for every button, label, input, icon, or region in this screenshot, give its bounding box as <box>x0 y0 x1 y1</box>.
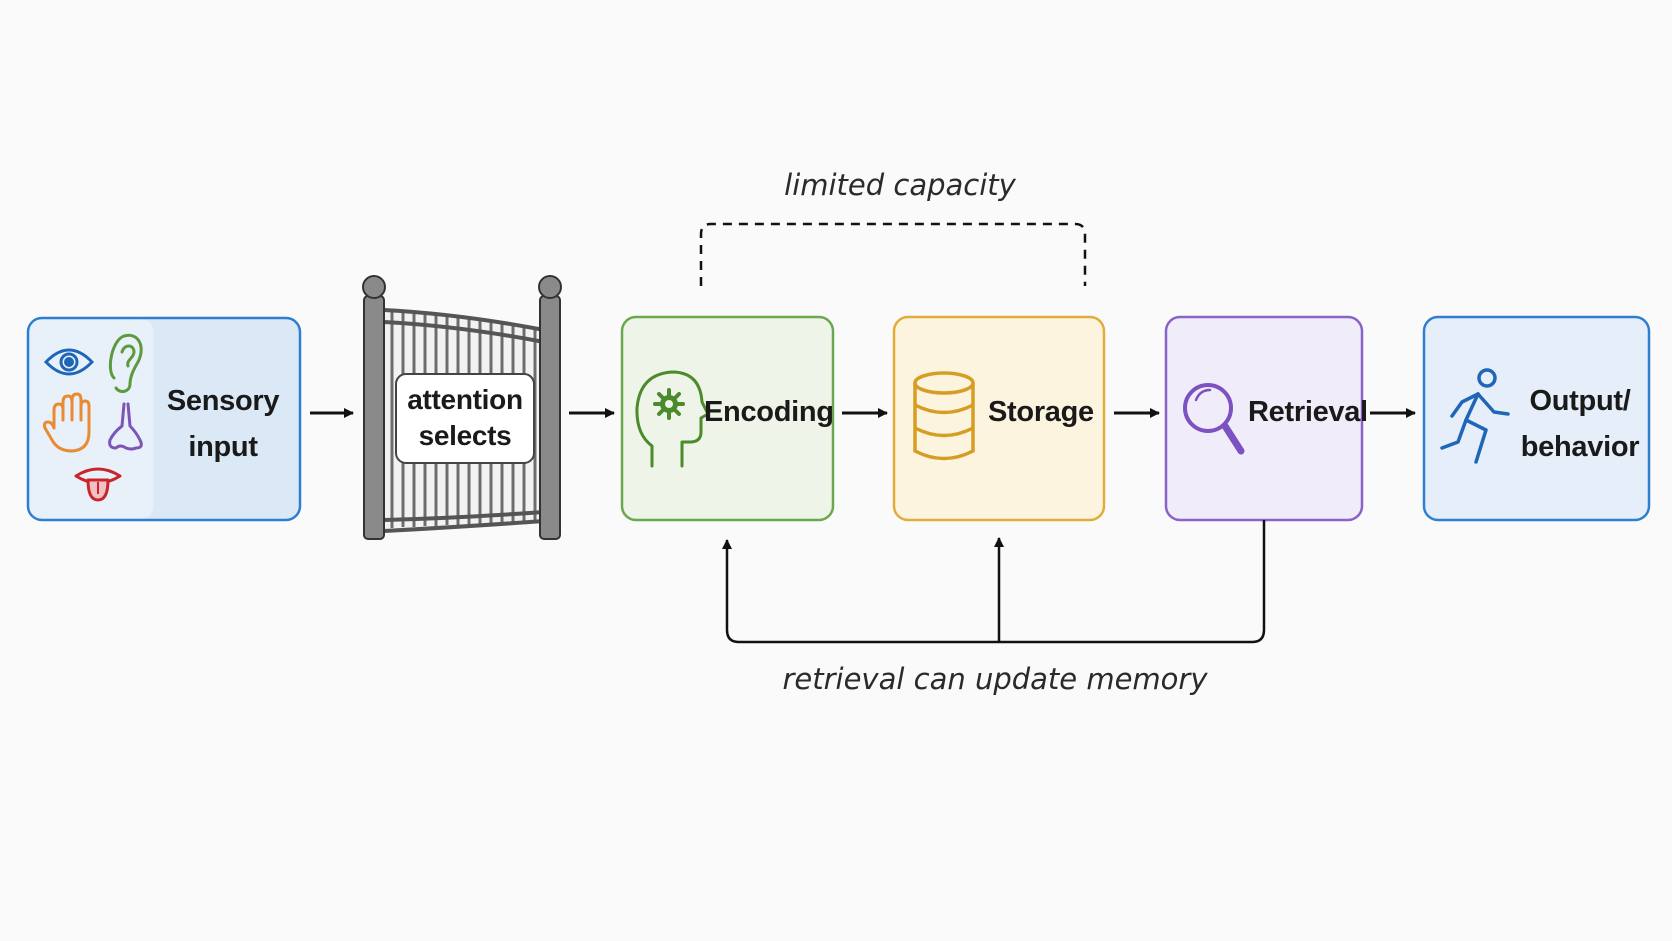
feedback-loop-line <box>722 520 1266 644</box>
encoding-box <box>620 315 835 522</box>
storage-label: Storage <box>988 396 1094 428</box>
capacity-label: limited capacity <box>784 168 1016 202</box>
database-icon <box>913 371 975 461</box>
sensory-input-label: Sensory input <box>150 378 296 470</box>
magnifier-icon <box>1183 383 1245 455</box>
head-gear-icon <box>635 370 710 468</box>
capacity-bracket <box>699 222 1087 286</box>
tongue-icon <box>74 467 122 502</box>
gate-icon <box>362 275 562 540</box>
running-person-icon <box>1440 368 1510 464</box>
retrieval-label: Retrieval <box>1248 396 1368 428</box>
eye-icon <box>43 348 95 376</box>
encoding-label: Encoding <box>704 396 834 428</box>
attention-label-line2: selects <box>418 420 512 451</box>
output-label: Output/ behavior <box>1515 378 1645 470</box>
attention-label: attention selects <box>396 382 534 454</box>
nose-icon <box>108 402 143 451</box>
output-label-line2: behavior <box>1520 431 1640 463</box>
output-box <box>1422 315 1651 522</box>
sensory-label-line1: Sensory <box>166 385 280 417</box>
output-label-line1: Output/ <box>1529 385 1631 417</box>
attention-label-line1: attention <box>407 384 523 415</box>
storage-box <box>892 315 1106 522</box>
sensory-label-line2: input <box>188 431 258 463</box>
feedback-label: retrieval can update memory <box>782 662 1208 696</box>
hand-icon <box>42 392 91 453</box>
ear-icon <box>108 333 143 393</box>
